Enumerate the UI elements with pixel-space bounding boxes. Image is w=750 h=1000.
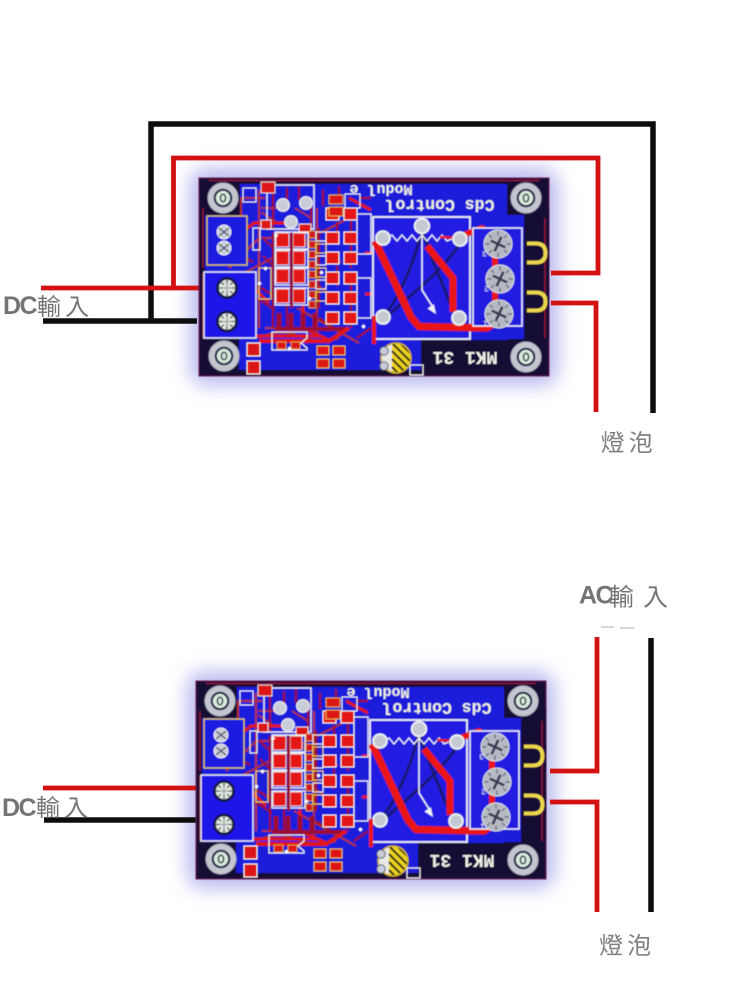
svg-text:AC: AC bbox=[579, 582, 614, 610]
svg-text:DC: DC bbox=[2, 794, 37, 822]
svg-text:DC: DC bbox=[3, 292, 38, 320]
